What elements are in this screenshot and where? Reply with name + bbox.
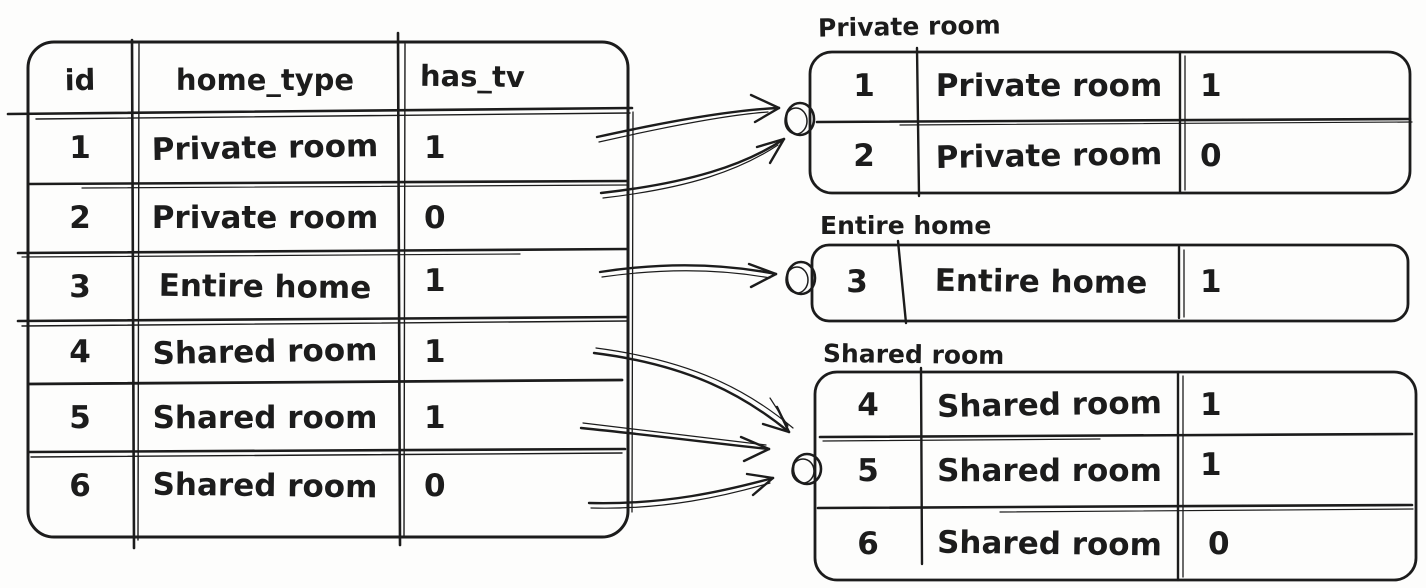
table-cell: Private room [935, 68, 1163, 104]
table-cell: 4 [857, 387, 879, 423]
arrow-row4-to-shared [592, 347, 794, 434]
table-cell: 1 [424, 130, 446, 166]
arrow-row6-to-shared [587, 472, 775, 509]
table-cell: 3 [846, 264, 868, 300]
table-cell: 4 [69, 334, 91, 370]
table-cell: Shared room [937, 453, 1162, 489]
group-label: Shared room [822, 338, 1005, 371]
table-cell: 0 [424, 468, 446, 504]
table-cell: 0 [1200, 138, 1222, 174]
source-table-frame [6, 31, 634, 550]
arrow-row1-to-private [595, 93, 781, 143]
arrow-row3-to-entire [598, 262, 778, 289]
table-cell: 1 [853, 68, 875, 104]
column-header-has-tv: has_tv [419, 58, 525, 95]
table-cell: 1 [1200, 68, 1222, 104]
table-cell: Shared room [152, 332, 378, 372]
table-cell: Private room [151, 128, 379, 168]
table-cell: 1 [69, 130, 91, 166]
table-cell: 6 [857, 526, 879, 562]
group-label: Entire home [820, 211, 992, 240]
table-cell: 1 [1200, 447, 1222, 483]
table-cell: 6 [69, 468, 91, 504]
group-entire-frame [785, 239, 1410, 325]
table-cell: 2 [853, 138, 875, 174]
table-cell: Entire home [158, 267, 372, 307]
table-cell: 1 [424, 400, 446, 436]
table-cell: Private room [935, 136, 1163, 176]
arrow-row5-to-shared [579, 422, 771, 463]
table-cell: Shared room [936, 385, 1163, 425]
group-node-circle [791, 452, 823, 486]
table-cell: 0 [424, 200, 446, 236]
group-private-frame [784, 46, 1413, 198]
table-cell: Private room [151, 200, 379, 236]
table-cell: 5 [857, 453, 879, 489]
table-cell: Shared room [152, 400, 378, 436]
group-label: Private room [817, 10, 1001, 43]
table-cell: 2 [69, 200, 91, 236]
table-cell: Shared room [936, 524, 1163, 564]
group-node-circle [784, 101, 816, 137]
group-node-circle [785, 260, 817, 296]
table-cell: 3 [69, 269, 91, 305]
column-header-home-type: home_type [175, 63, 355, 97]
table-cell: Shared room [152, 466, 378, 506]
table-cell: 1 [424, 334, 446, 370]
table-cell: 1 [1200, 264, 1222, 300]
group-shared-frame [791, 366, 1418, 582]
arrow-row2-to-private [599, 137, 786, 199]
table-cell: Entire home [934, 262, 1148, 302]
table-cell: 1 [424, 263, 446, 299]
table-cell: 5 [69, 400, 91, 436]
column-header-id: id [64, 62, 96, 98]
table-cell: 0 [1208, 526, 1230, 562]
table-cell: 1 [1200, 387, 1222, 423]
